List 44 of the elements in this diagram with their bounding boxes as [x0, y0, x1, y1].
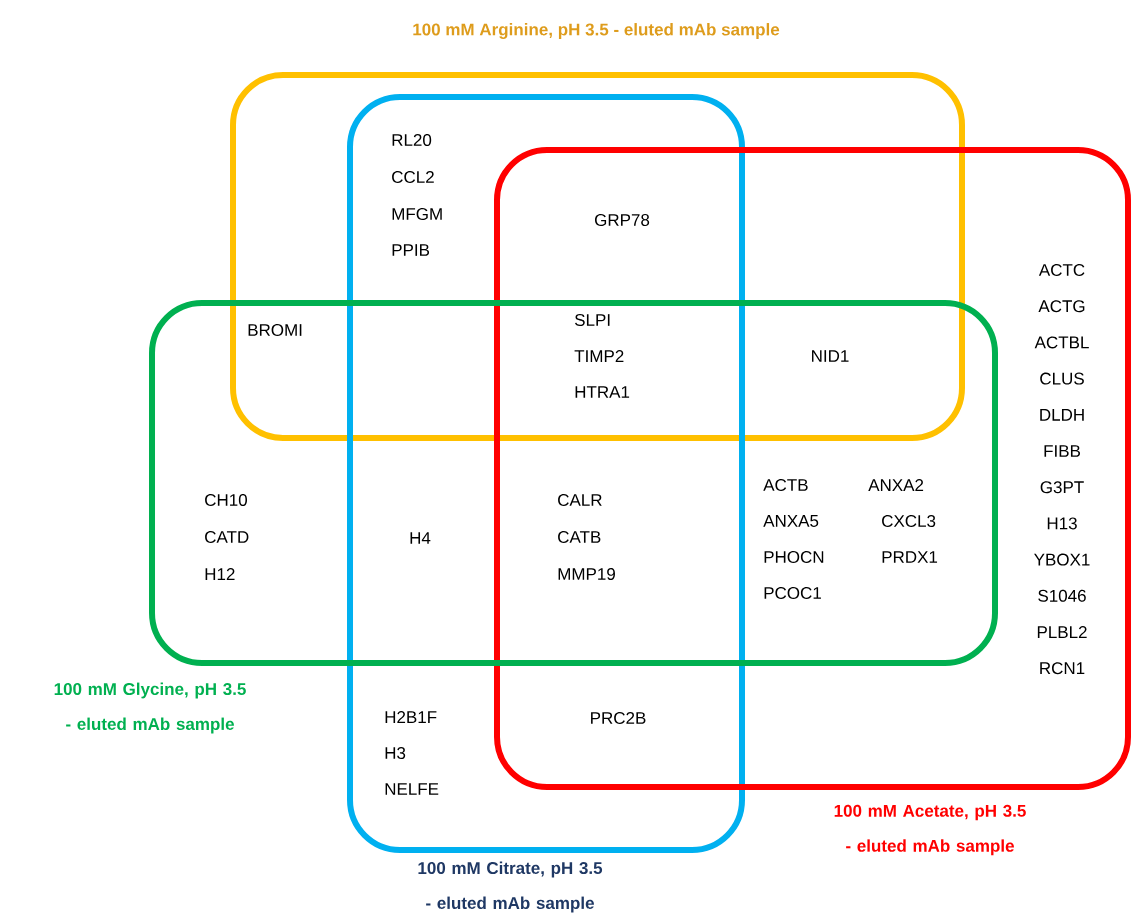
protein-name: CALR: [558, 494, 602, 506]
protein-name: TIMP2: [574, 350, 624, 362]
protein-name: ACTG: [1038, 300, 1085, 313]
protein-name: H12: [205, 568, 235, 580]
protein-name: PLBL2: [1037, 626, 1087, 638]
protein-name: MFGM: [392, 208, 442, 221]
protein-name: NID1: [812, 350, 849, 362]
protein-name: CH10: [205, 494, 247, 506]
protein-name: CXCL3: [882, 515, 936, 527]
set-label: 100 mM Citrate, pH 3.5 - eluted mAb sample: [418, 861, 603, 913]
protein-name: ACTB: [763, 479, 808, 491]
set-label: 100 mM Acetate, pH 3.5 - eluted mAb sample: [834, 804, 1026, 856]
protein-name: GRP78: [595, 214, 650, 226]
protein-name: RL20: [392, 134, 432, 147]
protein-name: ACTC: [1038, 264, 1085, 276]
protein-name: ANXA2: [868, 479, 924, 491]
protein-name: G3PT: [1040, 481, 1084, 494]
protein-name: H3: [385, 747, 406, 759]
protein-name: PRC2B: [591, 712, 646, 724]
protein-name: FIBB: [1044, 445, 1080, 457]
protein-name: PHOCN: [764, 551, 824, 563]
protein-name: PPIB: [392, 244, 430, 256]
protein-name: SLPI: [574, 314, 610, 326]
protein-name: YBOX1: [1034, 553, 1090, 566]
protein-name: PCOC1: [764, 587, 821, 599]
protein-name: H4: [410, 532, 431, 544]
protein-name: PRDX1: [882, 551, 938, 563]
set-label: 100 mM Arginine, pH 3.5 - eluted mAb sample: [413, 23, 780, 39]
protein-name: DLDH: [1040, 408, 1084, 421]
set-label: 100 mM Glycine, pH 3.5 - eluted mAb sample: [54, 682, 246, 734]
protein-name: RCN1: [1040, 662, 1085, 675]
protein-name: CCL2: [392, 171, 434, 184]
protein-name: CATB: [558, 531, 601, 543]
protein-name: S1046: [1038, 589, 1086, 602]
protein-name: H13: [1047, 517, 1077, 530]
protein-name: HTRA1: [575, 386, 630, 398]
protein-name: H2B1F: [385, 711, 437, 723]
protein-name: CLUS: [1040, 372, 1084, 385]
protein-name: CATD: [205, 531, 249, 543]
protein-name: BROMI: [248, 324, 302, 336]
protein-name: ACTBL: [1034, 336, 1089, 349]
protein-name: MMP19: [558, 568, 615, 580]
protein-name: NELFE: [385, 783, 439, 795]
protein-name: ANXA5: [763, 515, 819, 527]
